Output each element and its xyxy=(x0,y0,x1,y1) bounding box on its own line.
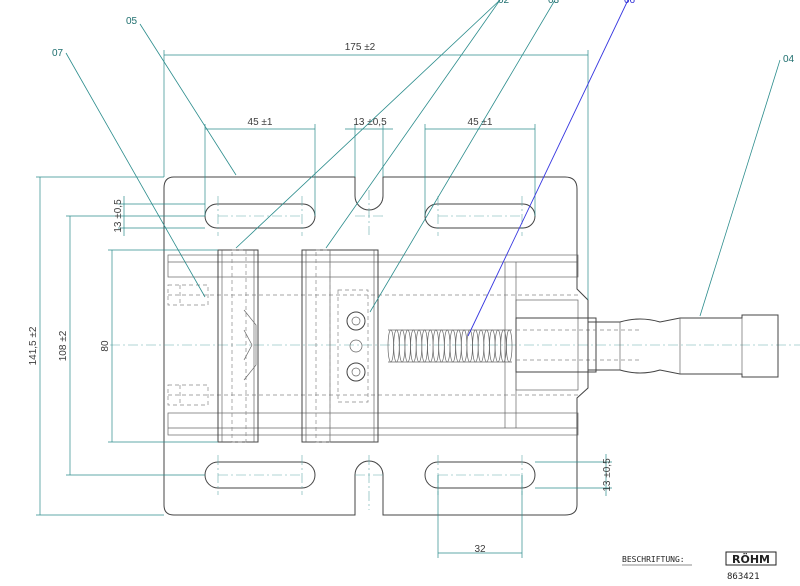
spring-coil xyxy=(432,329,440,363)
callout-03: 03 xyxy=(548,0,560,6)
spring-coil xyxy=(387,329,394,363)
spring-coil xyxy=(460,329,468,363)
spring-coil xyxy=(410,329,417,363)
spring-coil xyxy=(427,329,434,363)
dim-jaw-height: 108 ±2 xyxy=(58,330,69,361)
callout-07: 07 xyxy=(52,48,64,59)
spring-coil xyxy=(404,329,411,363)
spring-coil xyxy=(466,329,473,363)
spring-coil xyxy=(393,329,400,363)
spring-coil xyxy=(500,329,507,363)
callout-04: 04 xyxy=(783,54,795,65)
dim-slot-height-bottom: 13 ±0,5 xyxy=(602,458,613,492)
callout-02: 02 xyxy=(498,0,510,6)
callout-06: 06 xyxy=(624,0,636,6)
callout-05: 05 xyxy=(126,16,138,27)
guide-body xyxy=(167,254,579,436)
dim-slot-center: 13 ±0,5 xyxy=(353,117,387,128)
spring-coil xyxy=(398,329,406,363)
spring-coil xyxy=(489,329,496,363)
base-plate-outline xyxy=(163,176,589,516)
spring-coil xyxy=(472,329,479,363)
spring-coil xyxy=(415,329,423,363)
spring-coil xyxy=(506,329,513,363)
rohm-logo: RÖHM xyxy=(725,551,777,566)
title-block-label: BESCHRIFTUNG: xyxy=(622,555,685,564)
dim-slot-right: 45 ±1 xyxy=(468,117,493,128)
fixed-jaw xyxy=(217,249,259,443)
dimension-lines xyxy=(36,50,612,558)
spring-coil xyxy=(421,329,428,363)
dim-overall-height: 141,5 ±2 xyxy=(28,326,39,365)
dim-slot-spacing: 32 xyxy=(474,544,486,555)
logo-text: RÖHM xyxy=(732,552,770,566)
spring-coil xyxy=(494,329,502,363)
spring-coil xyxy=(449,329,456,363)
dim-overall-length: 175 ±2 xyxy=(345,42,376,53)
spindle xyxy=(515,317,597,373)
handle xyxy=(587,314,779,378)
dim-slot-left: 45 ±1 xyxy=(248,117,273,128)
callout-leaders xyxy=(65,0,781,337)
dim-slot-height-top: 13 ±0,5 xyxy=(113,199,124,233)
spring-coil xyxy=(438,329,445,363)
spring-coil xyxy=(477,329,485,363)
spring-coil xyxy=(444,329,451,363)
drawing-number: 863421 xyxy=(727,572,760,582)
spring-coil xyxy=(483,329,490,363)
spring xyxy=(387,329,513,363)
dim-jaw-opening: 80 xyxy=(100,340,111,352)
left-screws xyxy=(167,284,209,406)
slot-bottom-right xyxy=(424,461,536,489)
moving-jaw xyxy=(301,249,379,443)
spring-coil xyxy=(455,329,462,363)
